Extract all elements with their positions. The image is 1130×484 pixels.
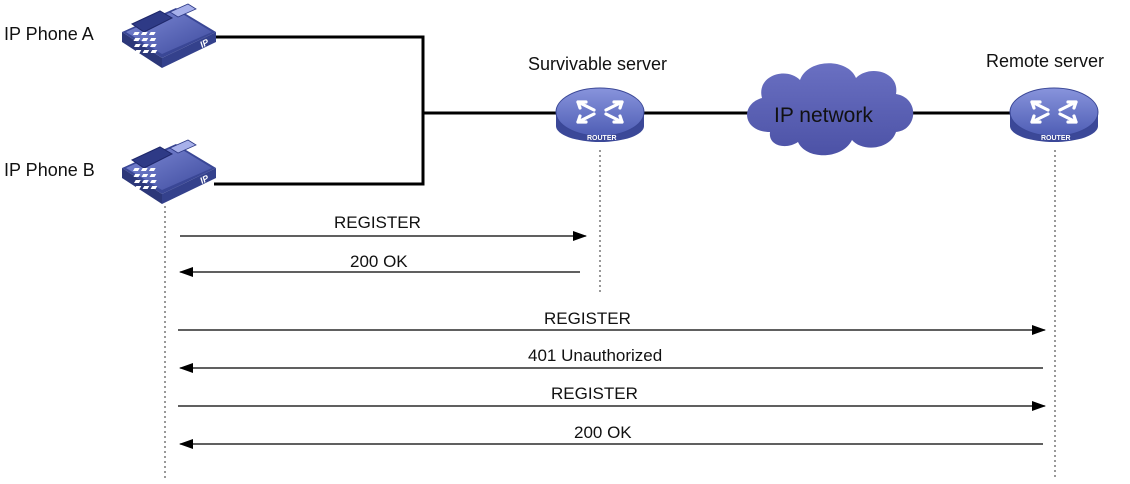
message-6: 200 OK	[179, 423, 1043, 449]
link-phone-a	[214, 35, 425, 113]
link-phone-b	[214, 113, 425, 186]
message-5: REGISTER	[178, 384, 1046, 411]
message-2-label: 200 OK	[350, 252, 408, 271]
lifelines	[164, 150, 1056, 478]
ip-network-cloud: IP network	[747, 63, 914, 156]
message-1: REGISTER	[180, 213, 587, 241]
ip-phone-b: IP	[122, 139, 216, 204]
message-2: 200 OK	[179, 252, 580, 277]
ip-phone-a: IP	[122, 3, 216, 68]
phone-a-label: IP Phone A	[4, 24, 94, 44]
message-3: REGISTER	[178, 309, 1046, 335]
message-4: 401 Unauthorized	[179, 346, 1043, 373]
ip-network-label: IP network	[774, 104, 873, 127]
topology-links	[214, 35, 1012, 186]
messages: REGISTER 200 OK REGISTER 401 Unauthorize…	[178, 213, 1046, 449]
message-6-label: 200 OK	[574, 423, 632, 442]
phone-b-label: IP Phone B	[4, 160, 95, 180]
survivable-server-label: Survivable server	[528, 54, 667, 74]
remote-server-router-icon: ROUTER	[1009, 87, 1099, 142]
message-3-label: REGISTER	[544, 309, 631, 328]
remote-server-label: Remote server	[986, 51, 1104, 71]
message-1-label: REGISTER	[334, 213, 421, 232]
survivable-server-router-icon: ROUTER	[555, 87, 645, 142]
survivable-server-badge: ROUTER	[587, 135, 617, 142]
message-4-label: 401 Unauthorized	[528, 346, 662, 365]
remote-server-badge: ROUTER	[1041, 135, 1071, 142]
message-5-label: REGISTER	[551, 384, 638, 403]
